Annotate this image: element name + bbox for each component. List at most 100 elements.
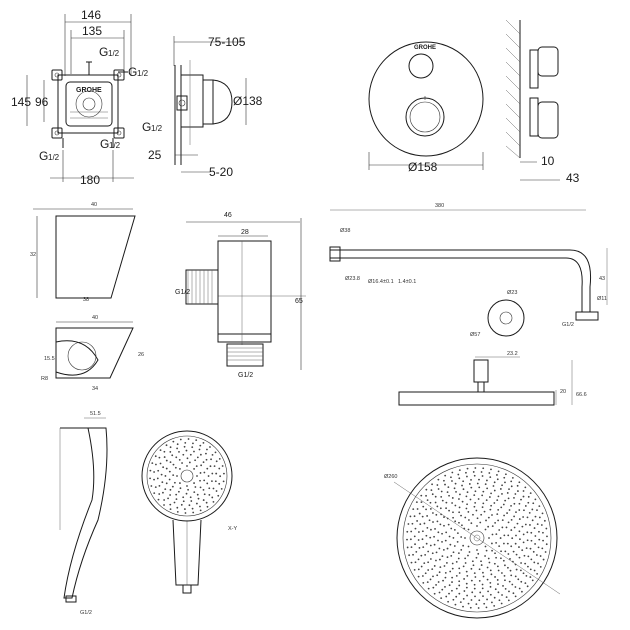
nozzle-dot: [160, 473, 163, 476]
nozzle-dot: [458, 511, 461, 514]
nozzle-dot: [510, 485, 513, 488]
nozzle-dot: [462, 597, 465, 600]
nozzle-dot: [504, 473, 507, 476]
nozzle-dot: [412, 508, 415, 511]
nozzle-dot: [459, 493, 461, 496]
nozzle-dot: [439, 507, 442, 510]
nozzle-dot: [484, 545, 487, 548]
nozzle-dot: [485, 549, 488, 552]
nozzle-dot: [474, 595, 476, 598]
nozzle-dot: [202, 499, 205, 501]
nozzle-dot: [215, 460, 218, 463]
nozzle-dot: [467, 554, 469, 557]
nozzle-dot: [416, 520, 419, 522]
nozzle-dot: [509, 569, 512, 572]
nozzle-dot: [449, 543, 452, 546]
nozzle-dot: [479, 521, 482, 524]
nozzle-dot: [462, 565, 465, 568]
nozzle-dot: [514, 575, 517, 578]
nozzle-dot: [182, 496, 185, 499]
nozzle-dot: [169, 508, 172, 511]
nozzle-dot: [149, 477, 151, 480]
dim-arm-height: 43: [599, 276, 605, 282]
nozzle-dot: [188, 504, 191, 507]
nozzle-dot: [452, 537, 455, 539]
nozzle-dot: [172, 463, 175, 466]
nozzle-dot: [436, 505, 439, 508]
nozzle-dot: [169, 461, 172, 463]
nozzle-dot: [440, 495, 443, 498]
nozzle-dot: [186, 457, 189, 460]
nozzle-dot: [455, 490, 457, 493]
nozzle-dot: [206, 505, 209, 508]
nozzle-dot: [164, 488, 167, 491]
nozzle-dot: [543, 519, 546, 522]
nozzle-dot: [464, 557, 467, 560]
nozzle-dot: [514, 493, 517, 495]
nozzle-dot: [526, 531, 529, 534]
nozzle-dot: [199, 479, 201, 482]
shower-arm-view: 380 43 Ø38 Ø23.8 Ø16.4±0.1 1.4±0.1 G1/2 …: [329, 203, 608, 338]
nozzle-dot: [529, 492, 532, 494]
nozzle-dot: [441, 540, 443, 543]
nozzle-dot: [467, 545, 470, 548]
nozzle-dot: [447, 600, 450, 603]
nozzle-dot: [431, 568, 434, 570]
nozzle-dot: [461, 484, 463, 487]
nozzle-dot: [186, 465, 188, 467]
nozzle-dot: [504, 499, 507, 502]
nozzle-dot: [497, 470, 500, 473]
nozzle-dot: [451, 497, 454, 499]
nozzle-dot: [205, 501, 208, 504]
nozzle-dot: [516, 522, 519, 525]
nozzle-dot: [422, 546, 425, 549]
nozzle-dot: [446, 547, 449, 550]
nozzle-dot: [177, 490, 180, 493]
nozzle-dot: [169, 451, 172, 453]
nozzle-dot: [472, 471, 475, 473]
nozzle-dot: [414, 561, 417, 564]
nozzle-dot: [171, 454, 174, 457]
nozzle-dot: [429, 501, 432, 504]
nozzle-dot: [497, 508, 500, 511]
nozzle-dot: [510, 529, 513, 531]
nozzle-dot: [444, 571, 447, 574]
nozzle-dot: [425, 534, 428, 537]
nozzle-dot: [486, 598, 488, 601]
nozzle-dot: [452, 551, 455, 554]
nozzle-dot: [421, 530, 424, 533]
dim-holder-bottom: 38: [83, 297, 89, 303]
nozzle-dot: [193, 450, 195, 453]
box-side-view: 75-105 Ø138 25 5-20: [148, 35, 263, 179]
nozzle-dot: [214, 480, 217, 483]
nozzle-dot: [452, 598, 455, 601]
nozzle-dot: [182, 500, 185, 503]
nozzle-dot: [450, 476, 452, 479]
nozzle-dot: [522, 490, 525, 492]
dim-height-inner: 96: [35, 95, 49, 109]
nozzle-dot: [206, 448, 208, 451]
port-bottom-left-label: G: [39, 149, 48, 163]
dim-head-h2: 66.6: [576, 392, 587, 398]
nozzle-dot: [518, 481, 521, 484]
nozzle-dot: [476, 549, 478, 551]
nozzle-dot: [206, 482, 209, 485]
nozzle-dot: [211, 496, 214, 499]
nozzle-dot: [519, 569, 522, 572]
nozzle-dot: [514, 595, 517, 598]
nozzle-dot: [538, 530, 540, 533]
nozzle-dot: [505, 596, 508, 599]
nozzle-dot: [545, 527, 548, 530]
nozzle-dot: [505, 526, 508, 529]
nozzle-dot: [436, 520, 439, 523]
nozzle-dot: [196, 493, 199, 496]
nozzle-dot: [425, 542, 428, 545]
nozzle-dot: [450, 527, 453, 530]
nozzle-dot: [474, 576, 477, 578]
nozzle-dot: [441, 532, 443, 535]
nozzle-dot: [417, 568, 420, 571]
dim-arm-thread-left: Ø38: [340, 228, 350, 234]
nozzle-dot: [481, 494, 484, 497]
nozzle-dot: [446, 491, 449, 493]
nozzle-dot: [524, 505, 527, 507]
